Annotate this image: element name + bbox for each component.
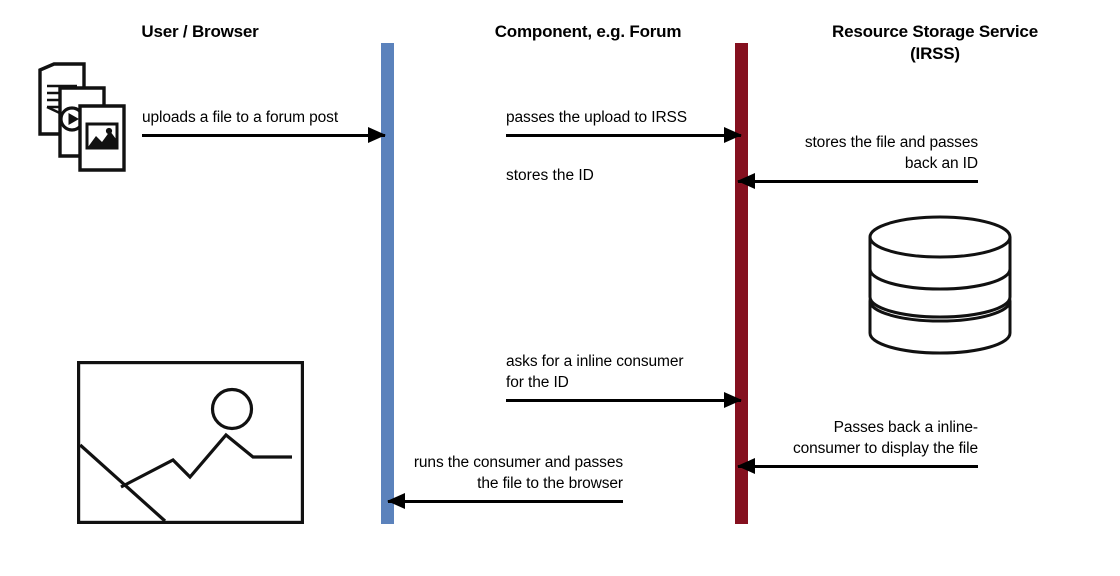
message-shaft [506, 134, 741, 137]
message-label: uploads a file to a forum post [142, 109, 339, 126]
arrowhead-right-icon [724, 392, 742, 408]
arrowhead-right-icon [368, 127, 386, 143]
annotation-stores-the-id: stores the ID [506, 167, 594, 184]
message-shaft [738, 465, 978, 468]
image-frame-icon [77, 361, 305, 525]
arrowhead-left-icon [387, 493, 405, 509]
database-icon [866, 215, 1014, 360]
participant-title-user: User / Browser [141, 22, 259, 41]
message-label: stores the file and passes back an ID [804, 134, 978, 172]
message-shaft [388, 500, 623, 503]
documents-stack-icon [38, 62, 128, 172]
participant-title-irss: Resource Storage Service (IRSS) [832, 22, 1038, 63]
message-shaft [506, 399, 741, 402]
message-label: Passes back a inline- consumer to displa… [792, 419, 978, 457]
arrowhead-left-icon [737, 458, 755, 474]
arrowhead-right-icon [724, 127, 742, 143]
message-label: asks for a inline consumer for the ID [506, 353, 684, 391]
message-shaft [142, 134, 385, 137]
lifeline-user-browser [381, 43, 394, 524]
arrowhead-left-icon [737, 173, 755, 189]
message-label: runs the consumer and passes the file to… [413, 454, 623, 492]
participant-title-component: Component, e.g. Forum [494, 22, 682, 41]
lifeline-resource-storage-service [735, 43, 748, 524]
message-label: passes the upload to IRSS [506, 109, 688, 126]
message-shaft [738, 180, 978, 183]
